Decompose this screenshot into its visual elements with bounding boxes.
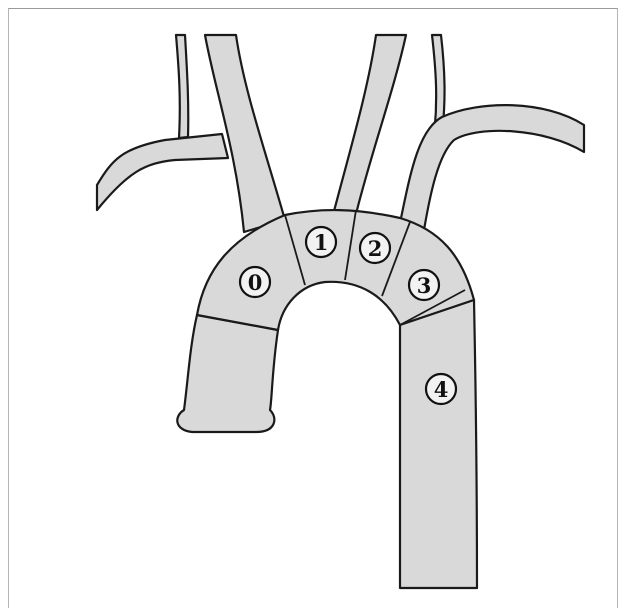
zone-2-label: 2 [368,236,383,261]
right-subclavian-artery [97,134,228,210]
left-subclavian-artery [400,105,584,230]
zone-2-marker: 2 [360,233,390,263]
right-common-carotid-artery [176,35,188,138]
zone-4-label: 4 [434,377,449,402]
zone-0-marker: 0 [240,267,270,297]
zone-4-marker: 4 [426,374,456,404]
zone-1-label: 1 [314,230,329,255]
aortic-arch [197,210,474,330]
zone-3-marker: 3 [409,270,439,300]
ascending-aorta [177,315,278,432]
zone-3-label: 3 [417,273,432,298]
zone-0-label: 0 [248,270,263,295]
descending-aorta [400,300,477,588]
zone-1-marker: 1 [306,227,336,257]
left-common-carotid-artery [333,35,406,215]
